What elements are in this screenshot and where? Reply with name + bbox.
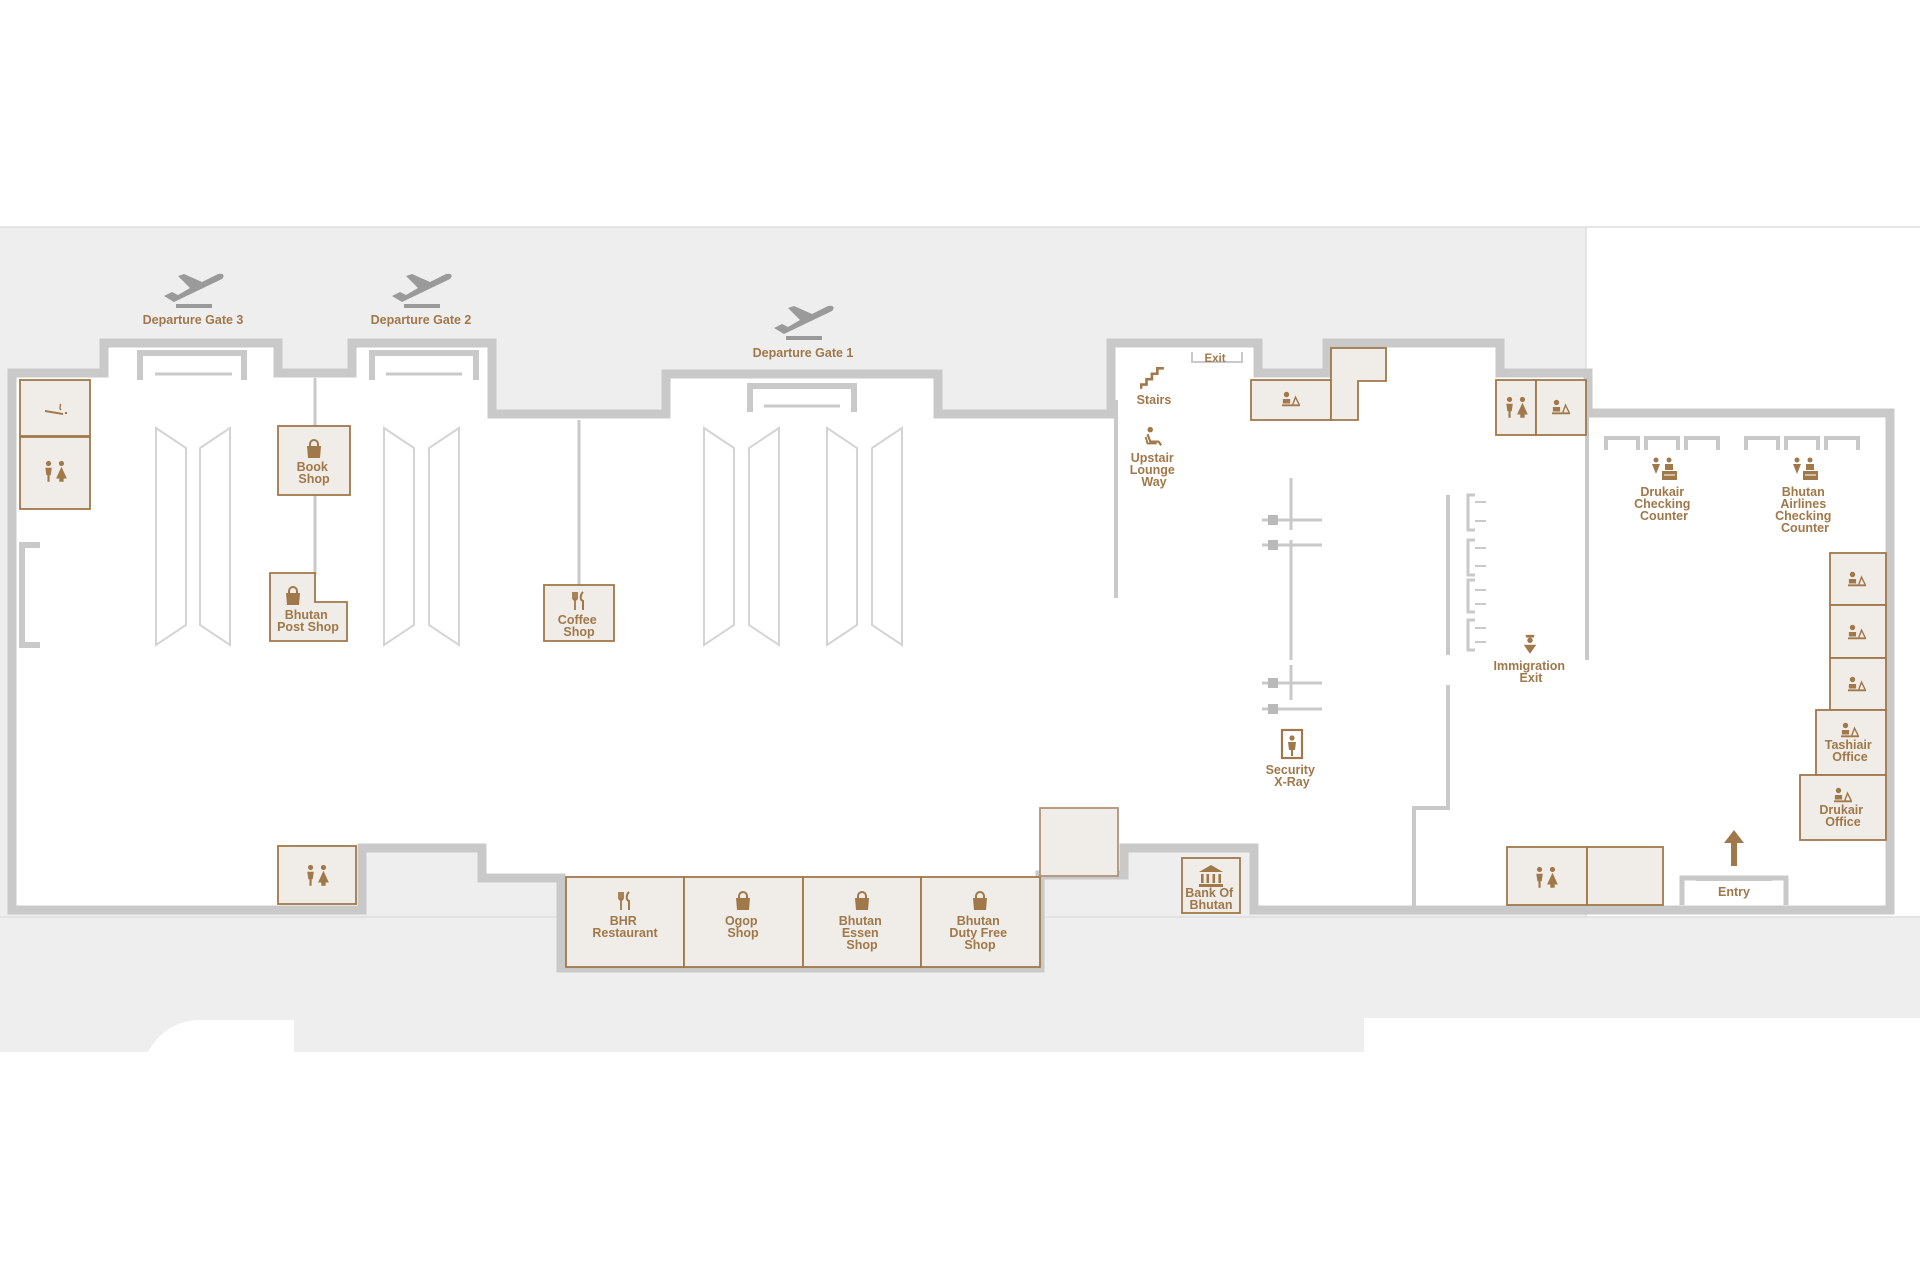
- drukair-office-label: Drukair Office: [1819, 803, 1866, 829]
- north-block[interactable]: [1330, 347, 1387, 421]
- immigration-exit-label: Immigration Exit: [1493, 659, 1568, 685]
- security-post: [1268, 704, 1278, 714]
- room-boxes: [19, 347, 1887, 968]
- restroom-east[interactable]: [1506, 846, 1588, 906]
- ogop-shop-label: Ogop Shop: [725, 914, 761, 940]
- office-north[interactable]: [1250, 379, 1332, 421]
- gate-label: Departure Gate 1: [753, 346, 854, 360]
- storage-room-east[interactable]: [1586, 846, 1664, 906]
- security-x-ray-label: Security X-Ray: [1266, 763, 1319, 789]
- departure-gate-1[interactable]: Departure Gate 1: [753, 305, 854, 360]
- service-room[interactable]: [1039, 807, 1119, 877]
- stairs-label: Stairs: [1137, 393, 1172, 407]
- bhr-restaurant-label: BHR Restaurant: [592, 914, 658, 940]
- security-post: [1268, 515, 1278, 525]
- terminal-floor: [7, 338, 1895, 973]
- gate-label: Departure Gate 2: [371, 313, 472, 327]
- drukair-office[interactable]: [1799, 774, 1887, 841]
- security-post: [1268, 678, 1278, 688]
- upstair-lounge-way-label: Upstair Lounge Way: [1130, 451, 1179, 489]
- departure-gate-3[interactable]: Departure Gate 3: [143, 273, 244, 327]
- interior-walls: [313, 352, 1860, 908]
- office-east-3[interactable]: [1829, 657, 1887, 711]
- restroom-west[interactable]: [19, 436, 91, 510]
- tashiair-office-label: Tashiair Office: [1825, 738, 1876, 764]
- bhutan-airlines-checking-counter-label: Bhutan Airlines Checking Counter: [1775, 485, 1835, 535]
- bank-of-bhutan-label: Bank Of Bhutan: [1185, 886, 1236, 912]
- book-shop-label: Book Shop: [297, 460, 332, 486]
- smoking-room[interactable]: [19, 379, 91, 437]
- bhutan-essen-shop-label: Bhutan Essen Shop: [839, 914, 886, 952]
- departure-gate-2[interactable]: Departure Gate 2: [371, 273, 472, 327]
- exit-label: Exit: [1204, 353, 1225, 365]
- office-north-east[interactable]: [1535, 379, 1587, 436]
- restroom-north[interactable]: [1495, 379, 1537, 436]
- drukair-checking-counter-label: Drukair Checking Counter: [1634, 485, 1694, 523]
- bhutan-post-shop-label: Bhutan Post Shop: [277, 608, 339, 634]
- book-shop[interactable]: [277, 425, 351, 496]
- gate-label: Departure Gate 3: [143, 313, 244, 327]
- security-post: [1268, 540, 1278, 550]
- bhr-restaurant[interactable]: [565, 876, 685, 968]
- coffee-shop-label: Coffee Shop: [558, 613, 600, 639]
- office-east-1[interactable]: [1829, 552, 1887, 606]
- office-east-2[interactable]: [1829, 604, 1887, 659]
- seating-rows: [155, 426, 903, 647]
- coffee-shop[interactable]: [543, 584, 615, 642]
- restroom-south[interactable]: [277, 845, 357, 905]
- entry-label[interactable]: Entry: [1718, 885, 1750, 899]
- bhutan-duty-free-shop-label: Bhutan Duty Free Shop: [949, 914, 1010, 952]
- gate-bridges: [19, 350, 857, 648]
